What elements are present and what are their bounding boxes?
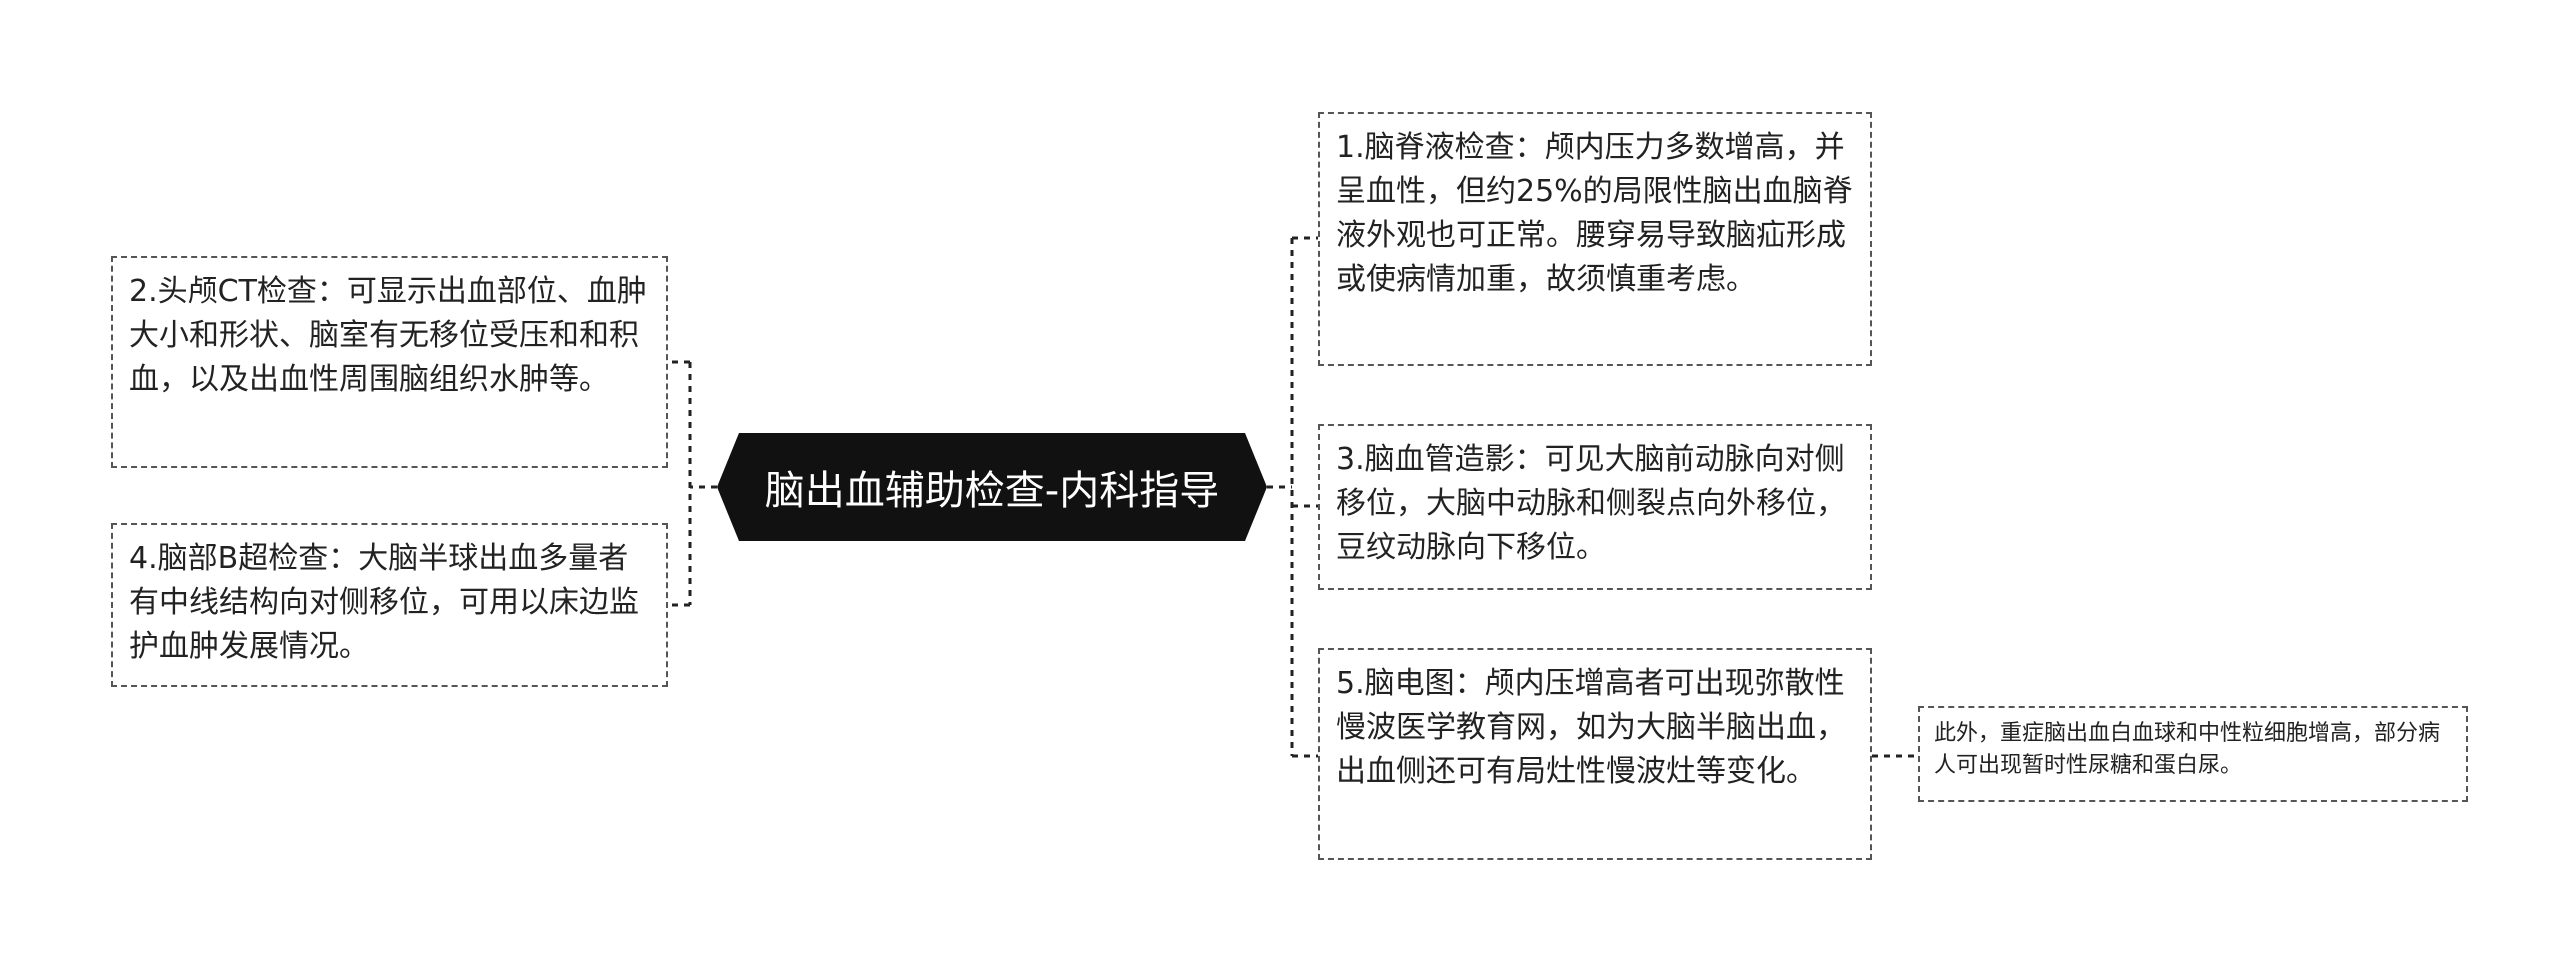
branch-cerebral-angiography[interactable]: 3.脑血管造影：可见大脑前动脉向对侧移位，大脑中动脉和侧裂点向外移位，豆纹动脉向… [1318,424,1872,590]
branch-ct-scan-text: 2.头颅CT检查：可显示出血部位、血肿大小和形状、脑室有无移位受压和和积血，以及… [129,274,647,397]
branch-cerebral-angiography-text: 3.脑血管造影：可见大脑前动脉向对侧移位，大脑中动脉和侧裂点向外移位，豆纹动脉向… [1336,442,1846,565]
branch-eeg-text: 5.脑电图：颅内压增高者可出现弥散性慢波医学教育网，如为大脑半脑出血，出血侧还可… [1336,666,1846,789]
branch-eeg[interactable]: 5.脑电图：颅内压增高者可出现弥散性慢波医学教育网，如为大脑半脑出血，出血侧还可… [1318,648,1872,860]
branch-eeg-note-text: 此外，重症脑出血白血球和中性粒细胞增高，部分病人可出现暂时性尿糖和蛋白尿。 [1934,721,2441,778]
root-node-shape [717,433,1267,541]
root-node[interactable]: 脑出血辅助检查-内科指导 [717,433,1267,541]
root-node-label: 脑出血辅助检查-内科指导 [764,468,1220,514]
branch-eeg-note[interactable]: 此外，重症脑出血白血球和中性粒细胞增高，部分病人可出现暂时性尿糖和蛋白尿。 [1918,706,2468,802]
branch-brain-b-ultrasound-text: 4.脑部B超检查：大脑半球出血多量者有中线结构向对侧移位，可用以床边监护血肿发展… [129,541,639,664]
branch-csf-exam[interactable]: 1.脑脊液检查：颅内压力多数增高，并呈血性，但约25%的局限性脑出血脑脊液外观也… [1318,112,1872,366]
branch-ct-scan[interactable]: 2.头颅CT检查：可显示出血部位、血肿大小和形状、脑室有无移位受压和和积血，以及… [111,256,668,468]
branch-brain-b-ultrasound[interactable]: 4.脑部B超检查：大脑半球出血多量者有中线结构向对侧移位，可用以床边监护血肿发展… [111,523,668,687]
branch-csf-exam-text: 1.脑脊液检查：颅内压力多数增高，并呈血性，但约25%的局限性脑出血脑脊液外观也… [1336,130,1853,297]
